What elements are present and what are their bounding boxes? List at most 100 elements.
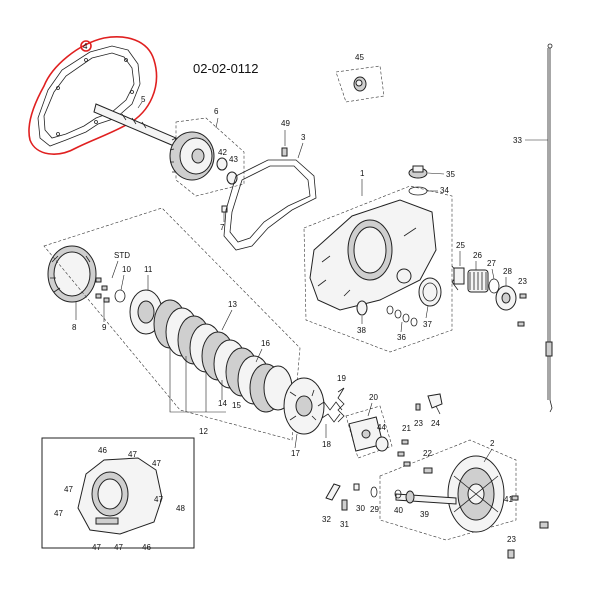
- callout-43[interactable]: 43: [229, 155, 238, 164]
- label-std[interactable]: STD: [114, 251, 130, 260]
- inset-callout-47-left[interactable]: 47: [64, 485, 73, 494]
- callout-45[interactable]: 45: [355, 53, 364, 62]
- callout-8[interactable]: 8: [72, 323, 77, 332]
- bolt-23-upper[interactable]: [519, 293, 527, 299]
- callout-41[interactable]: 41: [504, 495, 513, 504]
- inset-callout-46-bottom[interactable]: 46: [142, 543, 151, 552]
- inset-callout-47-bottom[interactable]: 47: [92, 543, 101, 552]
- callout-30[interactable]: 30: [356, 504, 365, 513]
- callout-38[interactable]: 38: [357, 326, 366, 335]
- bolt-23-lower[interactable]: [415, 403, 421, 411]
- inset-callout-48[interactable]: 48: [176, 504, 185, 513]
- bolt-22[interactable]: [423, 467, 433, 474]
- callout-6[interactable]: 6: [214, 107, 219, 116]
- inset-callout-47-bottom-mid[interactable]: 47: [114, 543, 123, 552]
- callout-22[interactable]: 22: [423, 449, 432, 458]
- callout-11[interactable]: 11: [144, 265, 153, 274]
- spring-25[interactable]: [451, 265, 465, 291]
- crankcase-gasket[interactable]: [223, 159, 317, 251]
- clutch-shaft[interactable]: [93, 103, 177, 147]
- springs-19[interactable]: [337, 387, 345, 423]
- clutch-cable[interactable]: [545, 43, 553, 413]
- callout-39[interactable]: 39: [420, 510, 429, 519]
- filter-cover-28[interactable]: [495, 285, 517, 311]
- inset-callout-47-right-mid[interactable]: 47: [154, 495, 163, 504]
- inset-callout-47-right[interactable]: 47: [152, 459, 161, 468]
- callout-21[interactable]: 21: [402, 424, 411, 433]
- washer-42[interactable]: [216, 157, 228, 171]
- callout-17[interactable]: 17: [291, 449, 300, 458]
- primary-driven-gear[interactable]: [169, 131, 215, 181]
- clutch-plate-stack[interactable]: [153, 299, 293, 413]
- clutch-cover-gasket[interactable]: [37, 45, 141, 147]
- callout-18[interactable]: 18: [322, 440, 331, 449]
- washer-set-36[interactable]: [386, 305, 418, 327]
- bolts-21[interactable]: [397, 439, 411, 467]
- lever-32[interactable]: [325, 483, 341, 501]
- oil-filler-cap[interactable]: [408, 165, 428, 179]
- callout-27[interactable]: 27: [487, 259, 496, 268]
- bolt-41[interactable]: [511, 495, 519, 501]
- callout-5[interactable]: 5: [141, 95, 146, 104]
- bolt-49[interactable]: [281, 147, 288, 157]
- callout-29[interactable]: 29: [370, 505, 379, 514]
- callout-35[interactable]: 35: [446, 170, 455, 179]
- callout-40[interactable]: 40: [394, 506, 403, 515]
- lever-24[interactable]: [427, 393, 443, 415]
- callout-3[interactable]: 3: [301, 133, 306, 142]
- callout-20[interactable]: 20: [369, 393, 378, 402]
- bolt-23-bottom[interactable]: [507, 549, 515, 559]
- thrust-washer-10[interactable]: [114, 289, 126, 303]
- callout-23-bottom[interactable]: 23: [507, 535, 516, 544]
- clip-29[interactable]: [370, 486, 378, 498]
- kickstart-shaft-39[interactable]: [395, 490, 457, 505]
- pressure-plate-17[interactable]: [283, 377, 325, 435]
- seal-37[interactable]: [418, 277, 442, 307]
- bushing-45[interactable]: [353, 76, 367, 92]
- callout-10[interactable]: 10: [122, 265, 131, 274]
- callout-42[interactable]: 42: [218, 148, 227, 157]
- bolt-extra[interactable]: [539, 521, 549, 529]
- callout-23-upper[interactable]: 23: [518, 277, 527, 286]
- callout-34[interactable]: 34: [440, 186, 449, 195]
- callout-13[interactable]: 13: [228, 300, 237, 309]
- inset-callout-46-top[interactable]: 46: [98, 446, 107, 455]
- callout-9[interactable]: 9: [102, 323, 107, 332]
- bolt-31[interactable]: [341, 499, 348, 511]
- callout-36[interactable]: 36: [397, 333, 406, 342]
- callout-12[interactable]: 12: [199, 427, 208, 436]
- callout-14[interactable]: 14: [218, 399, 227, 408]
- right-crankcase-cover-2[interactable]: [447, 455, 505, 533]
- pin-30[interactable]: [353, 483, 360, 491]
- inset-callout-47-lower-left[interactable]: 47: [54, 509, 63, 518]
- callout-7[interactable]: 7: [220, 223, 225, 232]
- dowel-pin-7[interactable]: [221, 205, 228, 213]
- callout-26[interactable]: 26: [473, 251, 482, 260]
- callout-16[interactable]: 16: [261, 339, 270, 348]
- callout-37[interactable]: 37: [423, 320, 432, 329]
- callout-31[interactable]: 31: [340, 520, 349, 529]
- callout-25[interactable]: 25: [456, 241, 465, 250]
- inset-callout-47-top[interactable]: 47: [128, 450, 137, 459]
- callout-4[interactable]: 4: [83, 42, 88, 51]
- callout-28[interactable]: 28: [503, 267, 512, 276]
- bolt-23-mid[interactable]: [517, 321, 525, 327]
- callout-32[interactable]: 32: [322, 515, 331, 524]
- callout-15[interactable]: 15: [232, 401, 241, 410]
- callout-2[interactable]: 2: [490, 439, 495, 448]
- oil-filter-26[interactable]: [467, 269, 489, 293]
- clutch-outer[interactable]: [47, 245, 97, 303]
- callout-1[interactable]: 1: [360, 169, 365, 178]
- callout-49[interactable]: 49: [281, 119, 290, 128]
- callout-44[interactable]: 44: [377, 423, 386, 432]
- bearing-44[interactable]: [375, 436, 389, 452]
- callout-33[interactable]: 33: [513, 136, 522, 145]
- lifter-plate-20[interactable]: [348, 416, 384, 452]
- oil-seal-38[interactable]: [356, 300, 368, 316]
- washer-40[interactable]: [394, 489, 402, 499]
- callout-19[interactable]: 19: [337, 374, 346, 383]
- bolts-9[interactable]: [95, 277, 110, 303]
- clutch-springs-18[interactable]: [317, 401, 343, 423]
- callout-24[interactable]: 24: [431, 419, 440, 428]
- clutch-cover[interactable]: [309, 199, 437, 311]
